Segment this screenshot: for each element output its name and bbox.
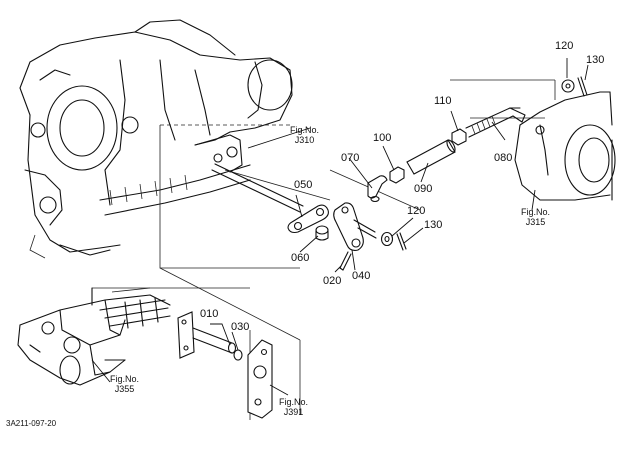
- plate-050: [287, 204, 329, 234]
- rear-housing: [514, 91, 616, 201]
- part-label-130-right: 130: [586, 54, 605, 66]
- pin-020: [339, 251, 352, 271]
- part-label-060: 060: [291, 252, 310, 264]
- cover-plate: [247, 339, 273, 419]
- engine-block: [19, 19, 293, 259]
- part-label-100: 100: [373, 132, 392, 144]
- control-rod: [211, 163, 304, 213]
- part-label-070: 070: [341, 152, 360, 164]
- part-label-120-center: 120: [407, 205, 426, 217]
- construction-lines: [92, 79, 556, 420]
- part-label-090: 090: [414, 183, 433, 195]
- part-label-030: 030: [231, 321, 250, 333]
- tube-090: [406, 139, 456, 175]
- oring-030: [233, 349, 243, 361]
- valve-block: [17, 287, 171, 386]
- nut-110: [451, 128, 467, 146]
- part-label-020: 020: [323, 275, 342, 287]
- part-label-040: 040: [352, 270, 371, 282]
- part-label-010: 010: [200, 308, 219, 320]
- shaft-010: [177, 311, 237, 359]
- bolt-060: [315, 225, 329, 241]
- lever-040: [333, 202, 377, 251]
- rod-080: [465, 107, 526, 138]
- nut-100: [389, 166, 405, 184]
- fig-ref-j391: Fig.No. J391: [279, 397, 309, 418]
- drawing-code: 3A211-097-20: [6, 419, 57, 428]
- leader-lines: [91, 58, 589, 396]
- part-label-130-center: 130: [424, 219, 443, 231]
- fig-ref-j310: Fig.No. J310: [290, 125, 320, 146]
- washer-pin-right: [561, 76, 588, 97]
- part-label-120-right: 120: [555, 40, 574, 52]
- fig-ref-j355: Fig.No. J355: [110, 374, 140, 395]
- washer-pin-center: [380, 231, 407, 251]
- elbow-070: [367, 175, 388, 203]
- fig-ref-j315: Fig.No. J315: [521, 207, 551, 228]
- part-label-050: 050: [294, 179, 313, 191]
- part-label-110: 110: [434, 95, 452, 107]
- part-label-080: 080: [494, 152, 513, 164]
